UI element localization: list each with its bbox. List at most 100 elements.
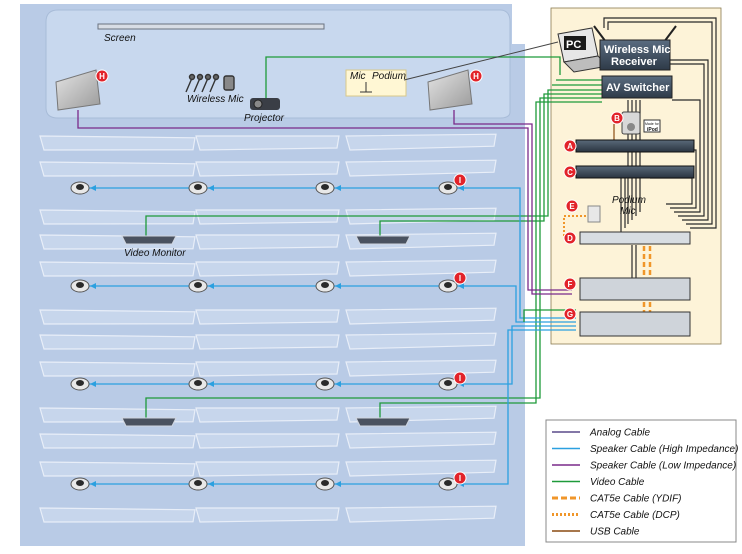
seat-row [195,135,340,151]
svg-text:I: I [459,474,461,483]
video-cables-lower [523,309,576,322]
arrow-icon [90,481,96,487]
av-switcher [601,75,673,99]
badge-d: D [563,231,577,245]
badge-h: H [95,69,109,83]
arrow-icon [458,283,464,289]
arrow-icon [90,381,96,387]
podium-label: Podium [372,71,406,82]
seat-row [39,309,196,325]
podium [345,69,407,97]
arrow-icon [208,283,214,289]
ceiling-speaker-icon [438,477,458,491]
seat-row [195,261,340,277]
speaker-low-cables [77,110,572,295]
ceiling-speaker-icon [188,477,208,491]
legend-label: Video Cable [590,477,645,488]
ceiling-speakers [70,181,458,491]
seat-row [195,407,340,423]
badge-a: A [563,139,577,153]
badges: A B C D E F G H H I I I I [95,69,624,485]
badge-i: I [453,371,467,385]
svg-text:H: H [473,72,479,81]
av-switcher-label: AV Switcher [606,82,670,94]
badge-g: G [563,307,577,321]
legend-label: Analog Cable [589,428,650,439]
seat-row [345,332,497,350]
ceiling-speaker-icon [438,279,458,293]
ceiling-speaker-icon [315,279,335,293]
ipod-label-2: iPod [647,127,658,133]
ceiling-speaker-icon [70,477,90,491]
seat-row [195,161,340,177]
seat-row [39,261,196,277]
badge-b: B [610,111,624,125]
seat-row [39,461,196,477]
laptop-icon [557,27,610,73]
seat-row [345,307,497,325]
ceiling-speaker-icon [188,181,208,195]
video-monitors [121,235,411,427]
arrow-icon [335,185,341,191]
arrow-icon [90,185,96,191]
arrow-icon [90,283,96,289]
video-cables [145,56,602,418]
svg-text:E: E [569,202,575,211]
podium-mic-label-2: Mic [620,206,636,217]
legend-label: CAT5e Cable (DCP) [590,510,680,521]
speaker-high-cables [88,187,576,485]
seat-row [39,161,196,177]
arrow-icon [335,283,341,289]
ceiling-speaker-icon [438,181,458,195]
seat-row [195,361,340,377]
seat-row [195,334,340,350]
svg-text:A: A [567,142,573,151]
ceiling-speaker-icon [315,377,335,391]
projector-label: Projector [244,113,285,124]
podium-to-pc [403,41,559,81]
main-speaker-right [427,69,473,111]
ceiling-speaker-icon [188,377,208,391]
seat-row [39,209,196,225]
badge-c: C [563,165,577,179]
screen-label: Screen [104,33,136,44]
seat-row [195,433,340,449]
arrow-icon [335,381,341,387]
seat-row [39,334,196,350]
seat-row [39,507,196,523]
seat-row [345,431,497,449]
wireless-mic-icon [185,73,235,93]
seat-row [39,433,196,449]
ceiling-speaker-icon [70,279,90,293]
svg-text:I: I [459,374,461,383]
pc-label: PC [566,39,581,51]
seat-row [39,135,196,151]
svg-text:I: I [459,274,461,283]
svg-text:D: D [567,234,573,243]
podium-mic-icon [360,82,372,93]
svg-text:I: I [459,176,461,185]
legend-label: USB Cable [590,527,640,538]
seat-row [195,507,340,523]
legend-label: CAT5e Cable (YDIF) [590,494,682,505]
wireless-mic-label: Wireless Mic [187,94,244,105]
ceiling-speaker-icon [188,279,208,293]
mic-label: Mic [350,71,366,82]
svg-text:B: B [614,114,620,123]
seat-row [345,133,497,151]
screen [97,23,325,30]
arrow-icon [208,381,214,387]
legend-label: Speaker Cable (High Impedance) [590,444,738,455]
wireless-receiver [593,25,677,71]
arrow-icon [458,185,464,191]
badge-f: F [563,277,577,291]
projector-icon [250,98,280,110]
arrow-icon [208,481,214,487]
seat-row [345,159,497,177]
ceiling-speaker-icon [315,477,335,491]
badge-i: I [453,271,467,285]
seat-row [345,505,497,523]
badge-e: E [565,199,579,213]
